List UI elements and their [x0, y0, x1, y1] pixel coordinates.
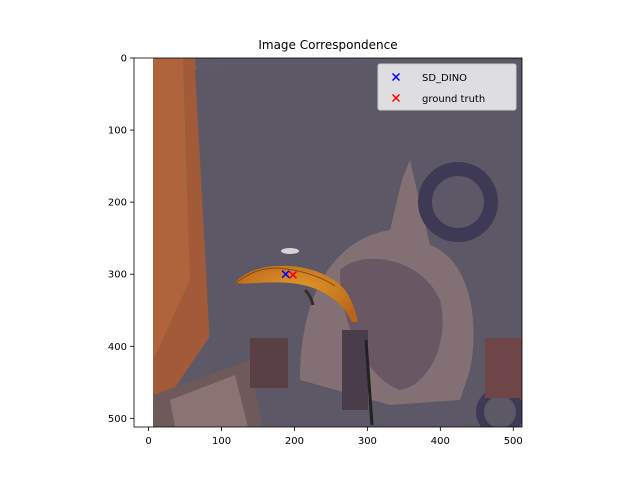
x-tick-label: 300 — [358, 436, 377, 447]
chart-title: Image Correspondence — [258, 38, 397, 52]
y-tick-label: 300 — [108, 270, 127, 281]
y-tick-label: 500 — [108, 414, 127, 425]
plot-frame — [133, 57, 523, 428]
legend-marker-sd_dino — [391, 72, 401, 82]
x-tick-label: 200 — [285, 436, 304, 447]
scatter-points — [281, 270, 298, 279]
legend-label: SD_DINO — [422, 73, 467, 84]
y-tick-label: 400 — [108, 342, 127, 353]
legend-box — [377, 63, 517, 111]
scatter-point-sd_dino — [281, 270, 290, 279]
legend-label: ground truth — [422, 94, 485, 105]
background-photo — [134, 58, 522, 427]
legend-marker-ground-truth — [391, 93, 401, 103]
x-tick-label: 100 — [212, 436, 231, 447]
x-tick-label: 500 — [504, 436, 523, 447]
y-tick-label: 0 — [121, 54, 127, 65]
y-tick-label: 200 — [108, 198, 127, 209]
scatter-point-ground-truth — [288, 270, 298, 279]
y-tick-label: 100 — [108, 126, 127, 137]
axis-ticks: 0 100 200 300 400 500 0 100 200 300 400 500 — [108, 54, 523, 448]
x-tick-label: 400 — [431, 436, 450, 447]
x-tick-label: 0 — [145, 436, 151, 447]
